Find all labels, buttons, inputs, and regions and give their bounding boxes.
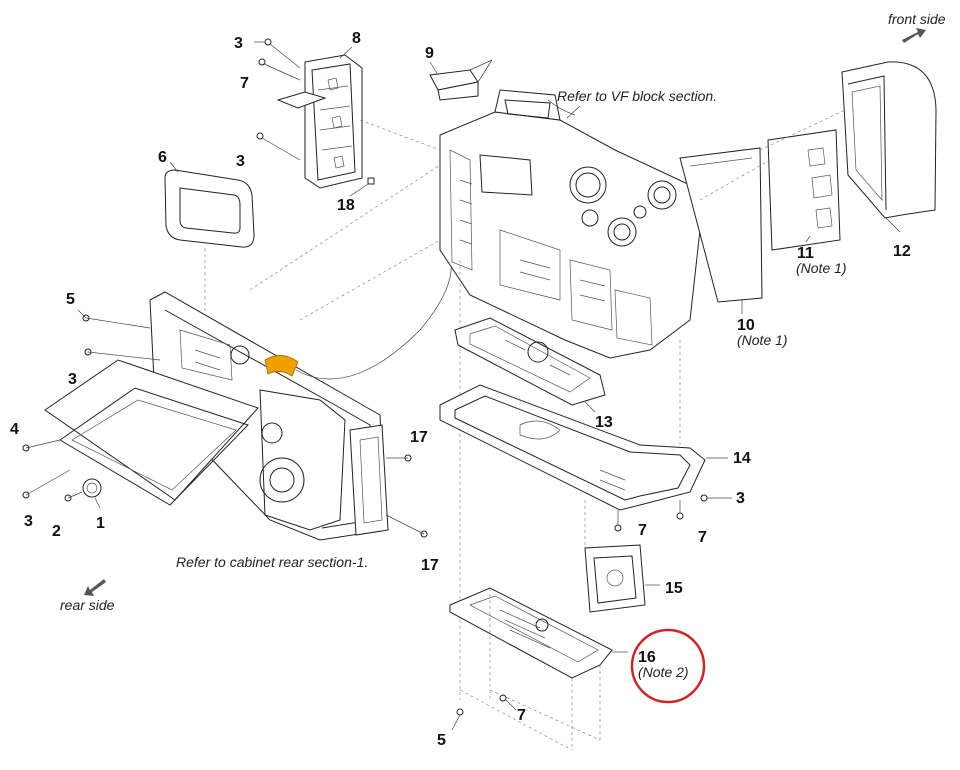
part-11-sheet: [767, 129, 841, 251]
callout-17: 17: [410, 429, 428, 446]
callout-13: 13: [595, 414, 613, 431]
part-8-bracket: [276, 54, 363, 189]
callout-3: 3: [236, 153, 245, 170]
callout-10: 10: [737, 317, 755, 334]
rear-cabinet: [149, 291, 389, 541]
callout-12: 12: [893, 243, 911, 260]
callout-1: 1: [96, 515, 105, 532]
callout-7: 7: [240, 75, 249, 92]
flex-cable: [264, 355, 299, 377]
part-13-plate: [454, 317, 606, 406]
part-1-dial: [82, 478, 102, 498]
highlight-circle: [630, 628, 706, 704]
arrow-icon: [902, 28, 926, 43]
arrow-icon: [84, 579, 106, 596]
callout-7: 7: [517, 707, 526, 724]
callout-6: 6: [158, 149, 167, 166]
callout-9: 9: [425, 45, 434, 62]
callout-18: 18: [337, 197, 355, 214]
callout-3: 3: [68, 371, 77, 388]
callout-3: 3: [24, 513, 33, 530]
part-6-eyecup: [164, 169, 255, 248]
screw-icon: [256, 38, 375, 185]
note-16: (Note 2): [638, 664, 689, 680]
callout-3: 3: [234, 35, 243, 52]
callout-14: 14: [733, 450, 751, 467]
front-side-label: front side: [888, 11, 946, 27]
callout-5: 5: [437, 732, 446, 749]
note-10: (Note 1): [737, 332, 788, 348]
lcd-panel: [44, 359, 259, 506]
callout-3: 3: [736, 490, 745, 507]
part-10-sheet: [679, 147, 763, 303]
callout-17: 17: [421, 557, 439, 574]
rear-side-label: rear side: [60, 597, 115, 613]
vf-block-reference: Refer to VF block section.: [557, 88, 717, 104]
camera-body: [439, 89, 701, 359]
callout-2: 2: [52, 523, 61, 540]
part-12-grip: [841, 61, 937, 219]
part-9: [429, 59, 493, 101]
callout-5: 5: [66, 291, 75, 308]
callout-16: 16: [638, 649, 656, 666]
part-16-bottom-plate: [449, 587, 613, 751]
callout-15: 15: [665, 580, 683, 597]
part-15-cover: [584, 544, 646, 613]
callout-11: 11: [797, 245, 814, 262]
part-14-frame: [439, 384, 706, 511]
callout-7: 7: [698, 529, 707, 546]
cabinet-rear-reference: Refer to cabinet rear section-1.: [176, 554, 368, 570]
callout-4: 4: [10, 421, 19, 438]
callout-8: 8: [352, 30, 361, 47]
callout-7: 7: [638, 522, 647, 539]
note-11: (Note 1): [796, 260, 847, 276]
